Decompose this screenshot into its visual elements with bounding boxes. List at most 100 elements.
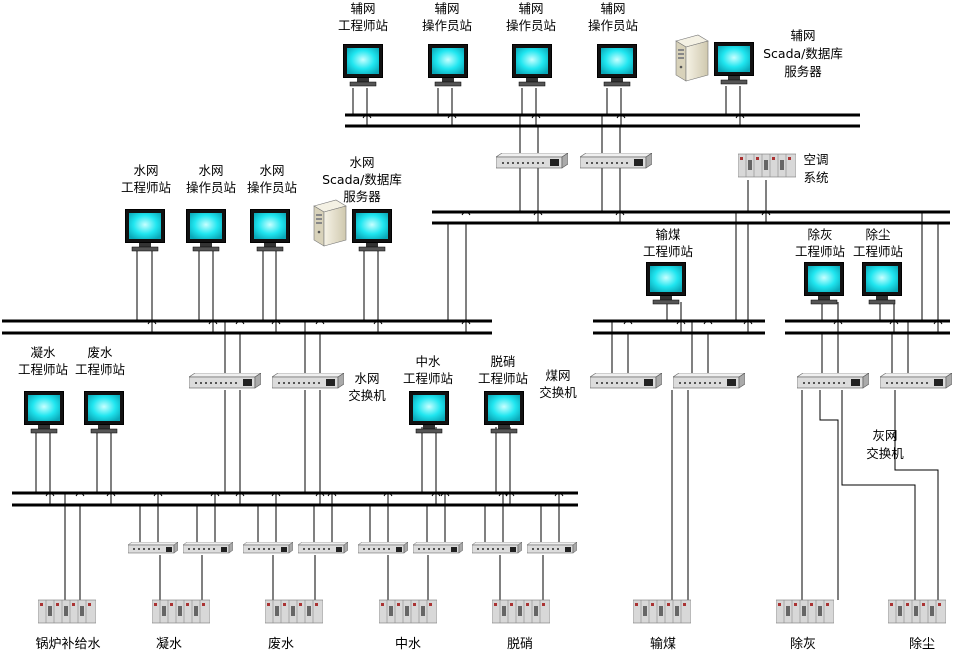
coal-eng-label-2: 工程师站 xyxy=(643,244,693,259)
cond-eng-label-1: 凝水 xyxy=(30,345,56,360)
water-op1-label-2: 操作员站 xyxy=(186,180,236,195)
dust-label: 除尘 xyxy=(909,637,935,652)
denox-eng-label-1: 脱硝 xyxy=(490,354,515,369)
water-op-station-1-icon xyxy=(187,210,226,252)
aux-switch-2-icon xyxy=(580,153,652,168)
ash-switch-2-icon xyxy=(880,373,952,388)
water-eng-station-icon xyxy=(126,210,165,252)
aux-op2-label-1: 辅网 xyxy=(518,1,543,16)
waste-switch-2-icon xyxy=(298,542,348,553)
waste-switch-1-icon xyxy=(243,542,293,553)
coal-switch-1-icon xyxy=(590,373,662,388)
plc-labels: 锅炉补给水 凝水 废水 中水 脱硝 输煤 除灰 除尘 xyxy=(35,636,935,652)
coal-eng-station-icon xyxy=(647,263,686,305)
ash-switch-label-2: 交换机 xyxy=(866,446,904,461)
hvac-label-1: 空调 xyxy=(803,152,828,167)
water-op2-label-2: 操作员站 xyxy=(247,180,297,195)
cond-plc-icon xyxy=(152,600,210,623)
water-switch-label-2: 交换机 xyxy=(348,388,386,403)
bus-taps xyxy=(45,114,943,497)
ash-eng-label-2: 工程师站 xyxy=(795,244,845,259)
aux-switch-1-icon xyxy=(496,153,568,168)
device-labels: 辅网 工程师站 辅网 操作员站 辅网 操作员站 辅网 操作员站 辅网 Scada… xyxy=(18,1,904,461)
ash-label: 除灰 xyxy=(790,637,816,652)
denox-eng-label-2: 工程师站 xyxy=(478,371,528,386)
mid-eng-label-1: 中水 xyxy=(415,354,441,369)
mid-eng-station-icon xyxy=(410,392,449,434)
aux-op3-label-2: 操作员站 xyxy=(588,18,638,33)
aux-eng-label-1: 辅网 xyxy=(350,1,375,16)
water-op1-label-1: 水网 xyxy=(198,163,223,178)
hvac-plc-icon xyxy=(738,154,796,177)
aux-server-label-2: Scada/数据库 xyxy=(763,46,843,61)
mid-eng-label-2: 工程师站 xyxy=(403,371,453,386)
waste-eng-label-1: 废水 xyxy=(87,345,113,360)
mid-plc-icon xyxy=(379,600,437,623)
aux-op3-label-1: 辅网 xyxy=(600,1,625,16)
aux-op-station-1-icon xyxy=(429,45,468,87)
aux-server-monitor-icon xyxy=(715,43,754,85)
cond-label: 凝水 xyxy=(156,636,182,652)
boiler-label: 锅炉补给水 xyxy=(35,636,100,652)
aux-server-icon xyxy=(676,35,708,81)
coal-switch-label-1: 煤网 xyxy=(545,368,570,383)
coal-label: 输煤 xyxy=(650,636,676,652)
mid-label: 中水 xyxy=(395,637,421,652)
dust-eng-station-icon xyxy=(863,263,902,305)
water-switch-label-1: 水网 xyxy=(354,371,379,386)
water-server-monitor-icon xyxy=(353,210,392,252)
network-buses xyxy=(2,113,950,507)
boiler-plc-icon xyxy=(38,600,96,623)
waste-plc-icon xyxy=(265,600,323,623)
coal-plc-icon xyxy=(633,600,691,623)
coal-switch-label-2: 交换机 xyxy=(539,385,577,400)
denox-eng-station-icon xyxy=(485,392,524,434)
network-cables xyxy=(35,86,939,600)
water-switch-1-icon xyxy=(189,373,261,388)
water-op-station-2-icon xyxy=(251,210,290,252)
water-op2-label-1: 水网 xyxy=(259,163,284,178)
hvac-label-2: 系统 xyxy=(803,170,828,185)
ash-plc-icon xyxy=(776,600,834,623)
mid-switch-2-icon xyxy=(413,542,463,553)
cond-switch-2-icon xyxy=(183,542,233,553)
aux-op1-label-2: 操作员站 xyxy=(422,18,472,33)
ash-eng-station-icon xyxy=(805,263,844,305)
water-server-icon xyxy=(314,200,346,246)
aux-op-station-2-icon xyxy=(513,45,552,87)
water-switch-2-icon xyxy=(272,373,344,388)
cond-eng-label-2: 工程师站 xyxy=(18,362,68,377)
ash-switch-label-1: 灰网 xyxy=(872,428,897,443)
dust-eng-label-1: 除尘 xyxy=(865,227,890,242)
aux-op-station-3-icon xyxy=(598,45,637,87)
denox-plc-icon xyxy=(492,600,550,623)
waste-label: 废水 xyxy=(268,636,294,652)
cond-eng-station-icon xyxy=(25,392,64,434)
ash-eng-label-1: 除灰 xyxy=(807,227,832,242)
water-server-label-3: 服务器 xyxy=(343,189,381,204)
waste-eng-label-2: 工程师站 xyxy=(75,362,125,377)
dust-plc-icon xyxy=(888,600,946,623)
denox-switch-2-icon xyxy=(527,542,577,553)
aux-eng-station-icon xyxy=(344,45,383,87)
cond-switch-1-icon xyxy=(128,542,178,553)
aux-eng-label-2: 工程师站 xyxy=(338,18,388,33)
dust-eng-label-2: 工程师站 xyxy=(853,244,903,259)
monitors xyxy=(25,43,902,434)
water-eng-label-2: 工程师站 xyxy=(121,180,171,195)
waste-eng-station-icon xyxy=(85,392,124,434)
water-server-label-1: 水网 xyxy=(349,155,374,170)
aux-server-label-3: 服务器 xyxy=(784,64,822,79)
aux-server-label-1: 辅网 xyxy=(790,28,815,43)
ash-switch-1-icon xyxy=(797,373,869,388)
coal-switch-2-icon xyxy=(673,373,745,388)
water-server-label-2: Scada/数据库 xyxy=(322,172,402,187)
coal-eng-label-1: 输煤 xyxy=(655,227,681,242)
denox-switch-1-icon xyxy=(472,542,522,553)
denox-label: 脱硝 xyxy=(507,637,533,652)
water-eng-label-1: 水网 xyxy=(133,163,158,178)
mid-switch-1-icon xyxy=(358,542,408,553)
aux-op1-label-1: 辅网 xyxy=(434,1,459,16)
aux-op2-label-2: 操作员站 xyxy=(506,18,556,33)
